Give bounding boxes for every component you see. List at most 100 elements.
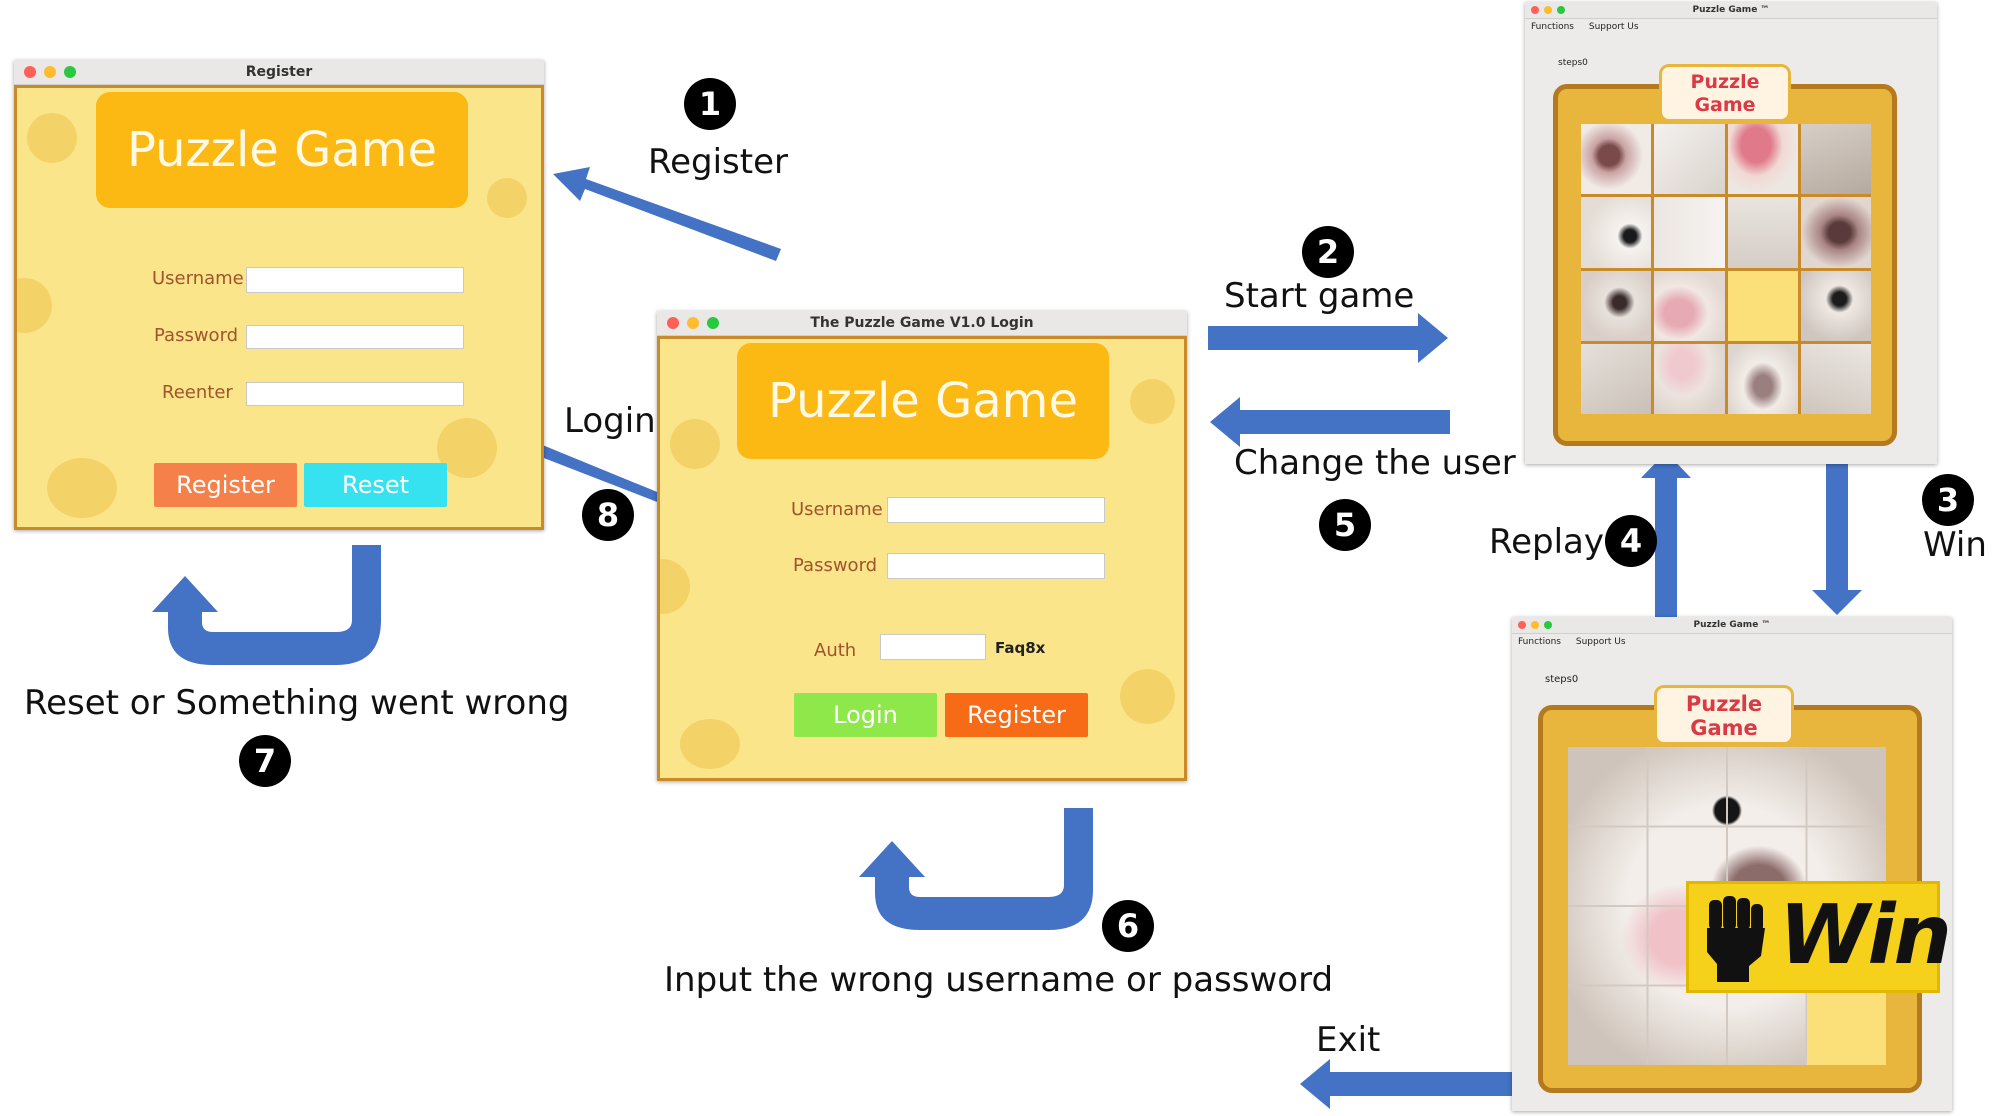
login-banner: Puzzle Game bbox=[737, 343, 1109, 459]
arrow-win bbox=[1812, 448, 1862, 615]
puzzle-empty-tile bbox=[1727, 270, 1798, 341]
arrow-change-user bbox=[1210, 397, 1450, 447]
username-label: Username bbox=[791, 499, 883, 520]
arrow-register bbox=[553, 167, 781, 261]
maximize-icon[interactable] bbox=[1544, 621, 1552, 629]
username-input[interactable] bbox=[246, 267, 464, 293]
arrow-replay bbox=[1641, 452, 1691, 618]
window-title: Register bbox=[245, 64, 313, 80]
close-icon[interactable] bbox=[667, 317, 679, 329]
puzzle-tile[interactable] bbox=[1581, 343, 1652, 414]
window-title: Puzzle Game ™ bbox=[1692, 5, 1770, 15]
game-window-bottom: Puzzle Game ™ Functions Support Us steps… bbox=[1512, 617, 1952, 1111]
banner-line-2: Game bbox=[1690, 716, 1758, 740]
label-change-user: Change the user bbox=[1234, 443, 1516, 483]
puzzle-tile[interactable] bbox=[1654, 197, 1725, 268]
login-window: The Puzzle Game V1.0 Login Puzzle Game U… bbox=[657, 311, 1187, 781]
menu-support-us[interactable]: Support Us bbox=[1588, 22, 1639, 32]
label-exit: Exit bbox=[1316, 1020, 1381, 1060]
arrow-start-game bbox=[1208, 313, 1448, 363]
menu-bar: Functions Support Us bbox=[1525, 20, 1937, 34]
label-wrong-input: Input the wrong username or password bbox=[664, 960, 1334, 1000]
label-start-game: Start game bbox=[1224, 276, 1415, 316]
menu-support-us[interactable]: Support Us bbox=[1575, 637, 1626, 647]
minimize-icon[interactable] bbox=[1531, 621, 1539, 629]
minimize-icon[interactable] bbox=[1544, 6, 1552, 14]
arrow-exit bbox=[1300, 1059, 1540, 1109]
step-4-badge: 4 bbox=[1605, 515, 1657, 567]
win-text: Win bbox=[1779, 888, 1952, 983]
register-titlebar: Register bbox=[14, 60, 544, 85]
register-banner: Puzzle Game bbox=[96, 92, 468, 208]
banner-line-2: Game bbox=[1694, 94, 1756, 116]
password-label: Password bbox=[793, 555, 878, 576]
login-register-button[interactable]: Register bbox=[945, 693, 1088, 737]
maximize-icon[interactable] bbox=[64, 66, 76, 78]
reset-button[interactable]: Reset bbox=[304, 463, 447, 507]
puzzle-game-banner: Puzzle Game bbox=[1659, 64, 1791, 122]
step-2-badge: 2 bbox=[1302, 226, 1354, 278]
game-window-top: Puzzle Game ™ Functions Support Us steps… bbox=[1525, 2, 1937, 464]
step-6-badge: 6 bbox=[1102, 900, 1154, 952]
login-button[interactable]: Login bbox=[794, 693, 937, 737]
arrow-reset-loop bbox=[152, 545, 381, 665]
puzzle-tile[interactable] bbox=[1800, 197, 1871, 268]
puzzle-tile[interactable] bbox=[1581, 270, 1652, 341]
step-3-badge: 3 bbox=[1922, 474, 1974, 526]
auth-input[interactable] bbox=[880, 634, 986, 660]
puzzle-board bbox=[1581, 124, 1871, 414]
minimize-icon[interactable] bbox=[687, 317, 699, 329]
maximize-icon[interactable] bbox=[1557, 6, 1565, 14]
steps-counter: steps0 bbox=[1545, 674, 1579, 685]
puzzle-tile[interactable] bbox=[1654, 270, 1725, 341]
label-win: Win bbox=[1923, 525, 1987, 565]
puzzle-tile[interactable] bbox=[1727, 197, 1798, 268]
puzzle-tile[interactable] bbox=[1581, 197, 1652, 268]
puzzle-tile[interactable] bbox=[1727, 343, 1798, 414]
login-titlebar: The Puzzle Game V1.0 Login bbox=[657, 311, 1187, 336]
password-input[interactable] bbox=[887, 553, 1105, 579]
puzzle-tile[interactable] bbox=[1800, 124, 1871, 195]
banner-line-1: Puzzle bbox=[1685, 692, 1763, 716]
auth-code: Faq8x bbox=[995, 639, 1046, 657]
game-titlebar: Puzzle Game ™ bbox=[1512, 617, 1952, 634]
username-label: Username bbox=[152, 268, 244, 289]
reenter-label: Reenter bbox=[162, 382, 233, 403]
step-1-badge: 1 bbox=[684, 78, 736, 130]
register-button[interactable]: Register bbox=[154, 463, 297, 507]
window-title: The Puzzle Game V1.0 Login bbox=[810, 315, 1034, 331]
banner-line-1: Puzzle bbox=[1690, 71, 1760, 93]
win-badge: Win bbox=[1686, 881, 1952, 993]
menu-functions[interactable]: Functions bbox=[1518, 637, 1561, 647]
window-title: Puzzle Game ™ bbox=[1693, 620, 1771, 630]
puzzle-tile[interactable] bbox=[1800, 270, 1871, 341]
auth-label: Auth bbox=[814, 640, 857, 661]
puzzle-tile[interactable] bbox=[1654, 343, 1725, 414]
username-input[interactable] bbox=[887, 497, 1105, 523]
puzzle-game-banner: Puzzle Game bbox=[1654, 685, 1794, 745]
label-reset: Reset or Something went wrong bbox=[24, 683, 570, 723]
close-icon[interactable] bbox=[1531, 6, 1539, 14]
minimize-icon[interactable] bbox=[44, 66, 56, 78]
password-input[interactable] bbox=[246, 325, 464, 349]
puzzle-tile[interactable] bbox=[1727, 124, 1798, 195]
label-register: Register bbox=[648, 142, 788, 182]
step-8-badge: 8 bbox=[582, 489, 634, 541]
maximize-icon[interactable] bbox=[707, 317, 719, 329]
puzzle-tile[interactable] bbox=[1581, 124, 1652, 195]
menu-bar: Functions Support Us bbox=[1512, 635, 1952, 649]
step-7-badge: 7 bbox=[239, 735, 291, 787]
label-login: Login bbox=[564, 401, 656, 441]
step-5-badge: 5 bbox=[1319, 499, 1371, 551]
label-replay: Replay bbox=[1489, 522, 1604, 562]
password-label: Password bbox=[154, 325, 239, 346]
reenter-input[interactable] bbox=[246, 382, 464, 406]
close-icon[interactable] bbox=[24, 66, 36, 78]
game-titlebar: Puzzle Game ™ bbox=[1525, 2, 1937, 19]
close-icon[interactable] bbox=[1518, 621, 1526, 629]
register-window: Register Puzzle Game Username Password R… bbox=[14, 60, 544, 530]
puzzle-tile[interactable] bbox=[1654, 124, 1725, 195]
puzzle-tile[interactable] bbox=[1800, 343, 1871, 414]
menu-functions[interactable]: Functions bbox=[1531, 22, 1574, 32]
arrow-wrong-loop bbox=[859, 808, 1093, 930]
